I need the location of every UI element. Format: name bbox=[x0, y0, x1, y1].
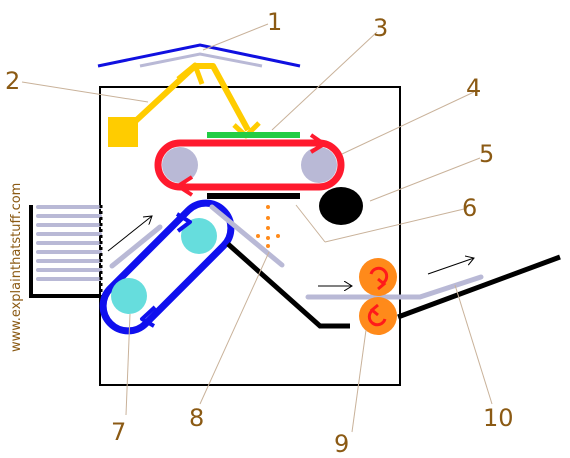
callout-2: 2 bbox=[5, 67, 20, 95]
belt-roller-right bbox=[301, 147, 337, 183]
callout-4: 4 bbox=[466, 74, 481, 102]
callout-3: 3 bbox=[373, 14, 388, 42]
callout-labels: 1 2 3 4 5 6 7 8 9 10 bbox=[5, 8, 514, 458]
belt-arrowhead-right bbox=[309, 133, 326, 154]
lid-glass bbox=[139, 52, 263, 68]
fuser-arrowhead-lower bbox=[369, 303, 379, 317]
paper-guide bbox=[226, 242, 350, 329]
toner-hopper bbox=[319, 187, 363, 225]
paper-tray-stack bbox=[36, 205, 102, 281]
belt-roller-left bbox=[162, 147, 198, 183]
fuser-roller-upper bbox=[359, 258, 397, 296]
output-tray bbox=[397, 254, 561, 320]
guide-sheet bbox=[209, 204, 285, 268]
drum-roller-upper bbox=[181, 218, 217, 254]
callout-1: 1 bbox=[267, 8, 282, 36]
callout-7: 7 bbox=[111, 418, 126, 446]
fuser-arrow-lower bbox=[367, 308, 387, 327]
feed-arrow bbox=[107, 216, 152, 252]
callout-5: 5 bbox=[479, 140, 494, 168]
scanner-lid bbox=[97, 43, 301, 68]
toner-particles bbox=[256, 205, 280, 248]
fuser-arrowhead-upper bbox=[377, 277, 387, 291]
exit-arrow-outer bbox=[427, 258, 474, 275]
transfer-belt bbox=[154, 139, 345, 191]
drum-assembly bbox=[99, 199, 235, 335]
light-path bbox=[125, 63, 251, 132]
leader-lines bbox=[21, 23, 493, 433]
drum-roller-lower bbox=[111, 278, 147, 314]
fuser-arrow-upper bbox=[369, 266, 389, 285]
drum-arrowhead-top bbox=[175, 212, 192, 233]
paper-feed-sheet bbox=[109, 224, 163, 269]
callout-6: 6 bbox=[462, 194, 477, 222]
callout-10: 10 bbox=[483, 404, 514, 432]
fuser-roller-lower bbox=[359, 297, 397, 335]
callout-9: 9 bbox=[334, 430, 349, 458]
callout-8: 8 bbox=[189, 404, 204, 432]
drum-arrowhead-bottom bbox=[140, 305, 157, 328]
light-arrowhead-top bbox=[176, 62, 205, 85]
paper-tray bbox=[29, 205, 100, 298]
output-sheet bbox=[305, 274, 484, 300]
belt-arrowhead-left bbox=[176, 175, 194, 197]
watermark-text: www.explainthatstuff.com bbox=[9, 183, 24, 352]
